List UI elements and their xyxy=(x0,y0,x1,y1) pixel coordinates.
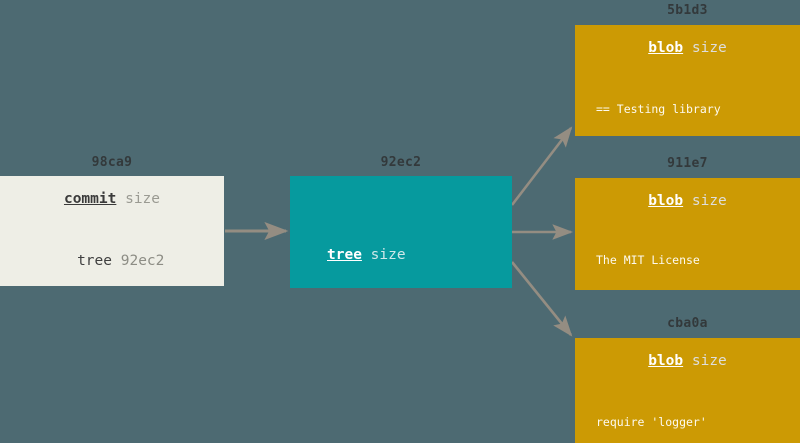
tree-entries: tree size blob 5b1d3 README blob 911e7 L… xyxy=(290,208,512,288)
tree-keyword: tree xyxy=(327,247,362,263)
blob-testrb-hash-label: cba0a xyxy=(667,316,708,331)
commit-field-key: tree xyxy=(77,252,112,269)
blob-license-header: blob size xyxy=(575,194,800,209)
blob-keyword: blob xyxy=(648,353,684,369)
commit-header: commit size xyxy=(63,191,161,207)
tree-hash-label: 92ec2 xyxy=(380,155,422,170)
blob-size-label: size xyxy=(691,40,727,56)
commit-hash-label: 98ca9 xyxy=(91,155,133,170)
tree-header-row: tree size xyxy=(327,246,512,265)
blob-size-label: size xyxy=(691,193,727,209)
edge-tree-to-blob-testrb xyxy=(510,261,573,337)
blob-license-box: blob size The MIT License Copyright (c) … xyxy=(575,178,800,290)
blob-keyword: blob xyxy=(648,193,684,209)
blob-readme-header: blob size xyxy=(575,41,800,56)
commit-keyword: commit xyxy=(63,191,117,207)
blob-size-label: size xyxy=(691,353,727,369)
blob-license-content: The MIT License Copyright (c) 2008 Scott… xyxy=(575,225,800,291)
blob-readme-hash-label: 5b1d3 xyxy=(667,3,708,18)
blob-line: require 'logger' xyxy=(596,414,707,429)
blob-line: The MIT License xyxy=(596,252,700,267)
blob-readme-box: blob size == Testing library This librar… xyxy=(575,25,800,136)
blob-testrb-content: require 'logger' require 'test/unit' cla… xyxy=(575,387,800,443)
commit-size-label xyxy=(116,191,125,207)
blob-readme-content: == Testing library This library is used … xyxy=(575,74,800,137)
tree-size-label: size xyxy=(370,247,406,263)
commit-box: commit size tree 92ec2 author Scott comm… xyxy=(0,176,224,286)
commit-field-row: tree 92ec2 xyxy=(6,252,224,271)
commit-fields: tree 92ec2 author Scott committer Scott xyxy=(0,214,224,287)
blob-keyword: blob xyxy=(648,40,684,56)
blob-license-hash-label: 911e7 xyxy=(667,156,708,171)
edge-tree-to-blob-readme xyxy=(510,126,573,206)
tree-box: tree size blob 5b1d3 README blob 911e7 L… xyxy=(290,176,512,288)
blob-testrb-header: blob size xyxy=(575,354,800,369)
blob-line: == Testing library xyxy=(596,101,721,116)
commit-field-value: 92ec2 xyxy=(120,252,165,269)
blob-testrb-box: blob size require 'logger' require 'test… xyxy=(575,338,800,443)
